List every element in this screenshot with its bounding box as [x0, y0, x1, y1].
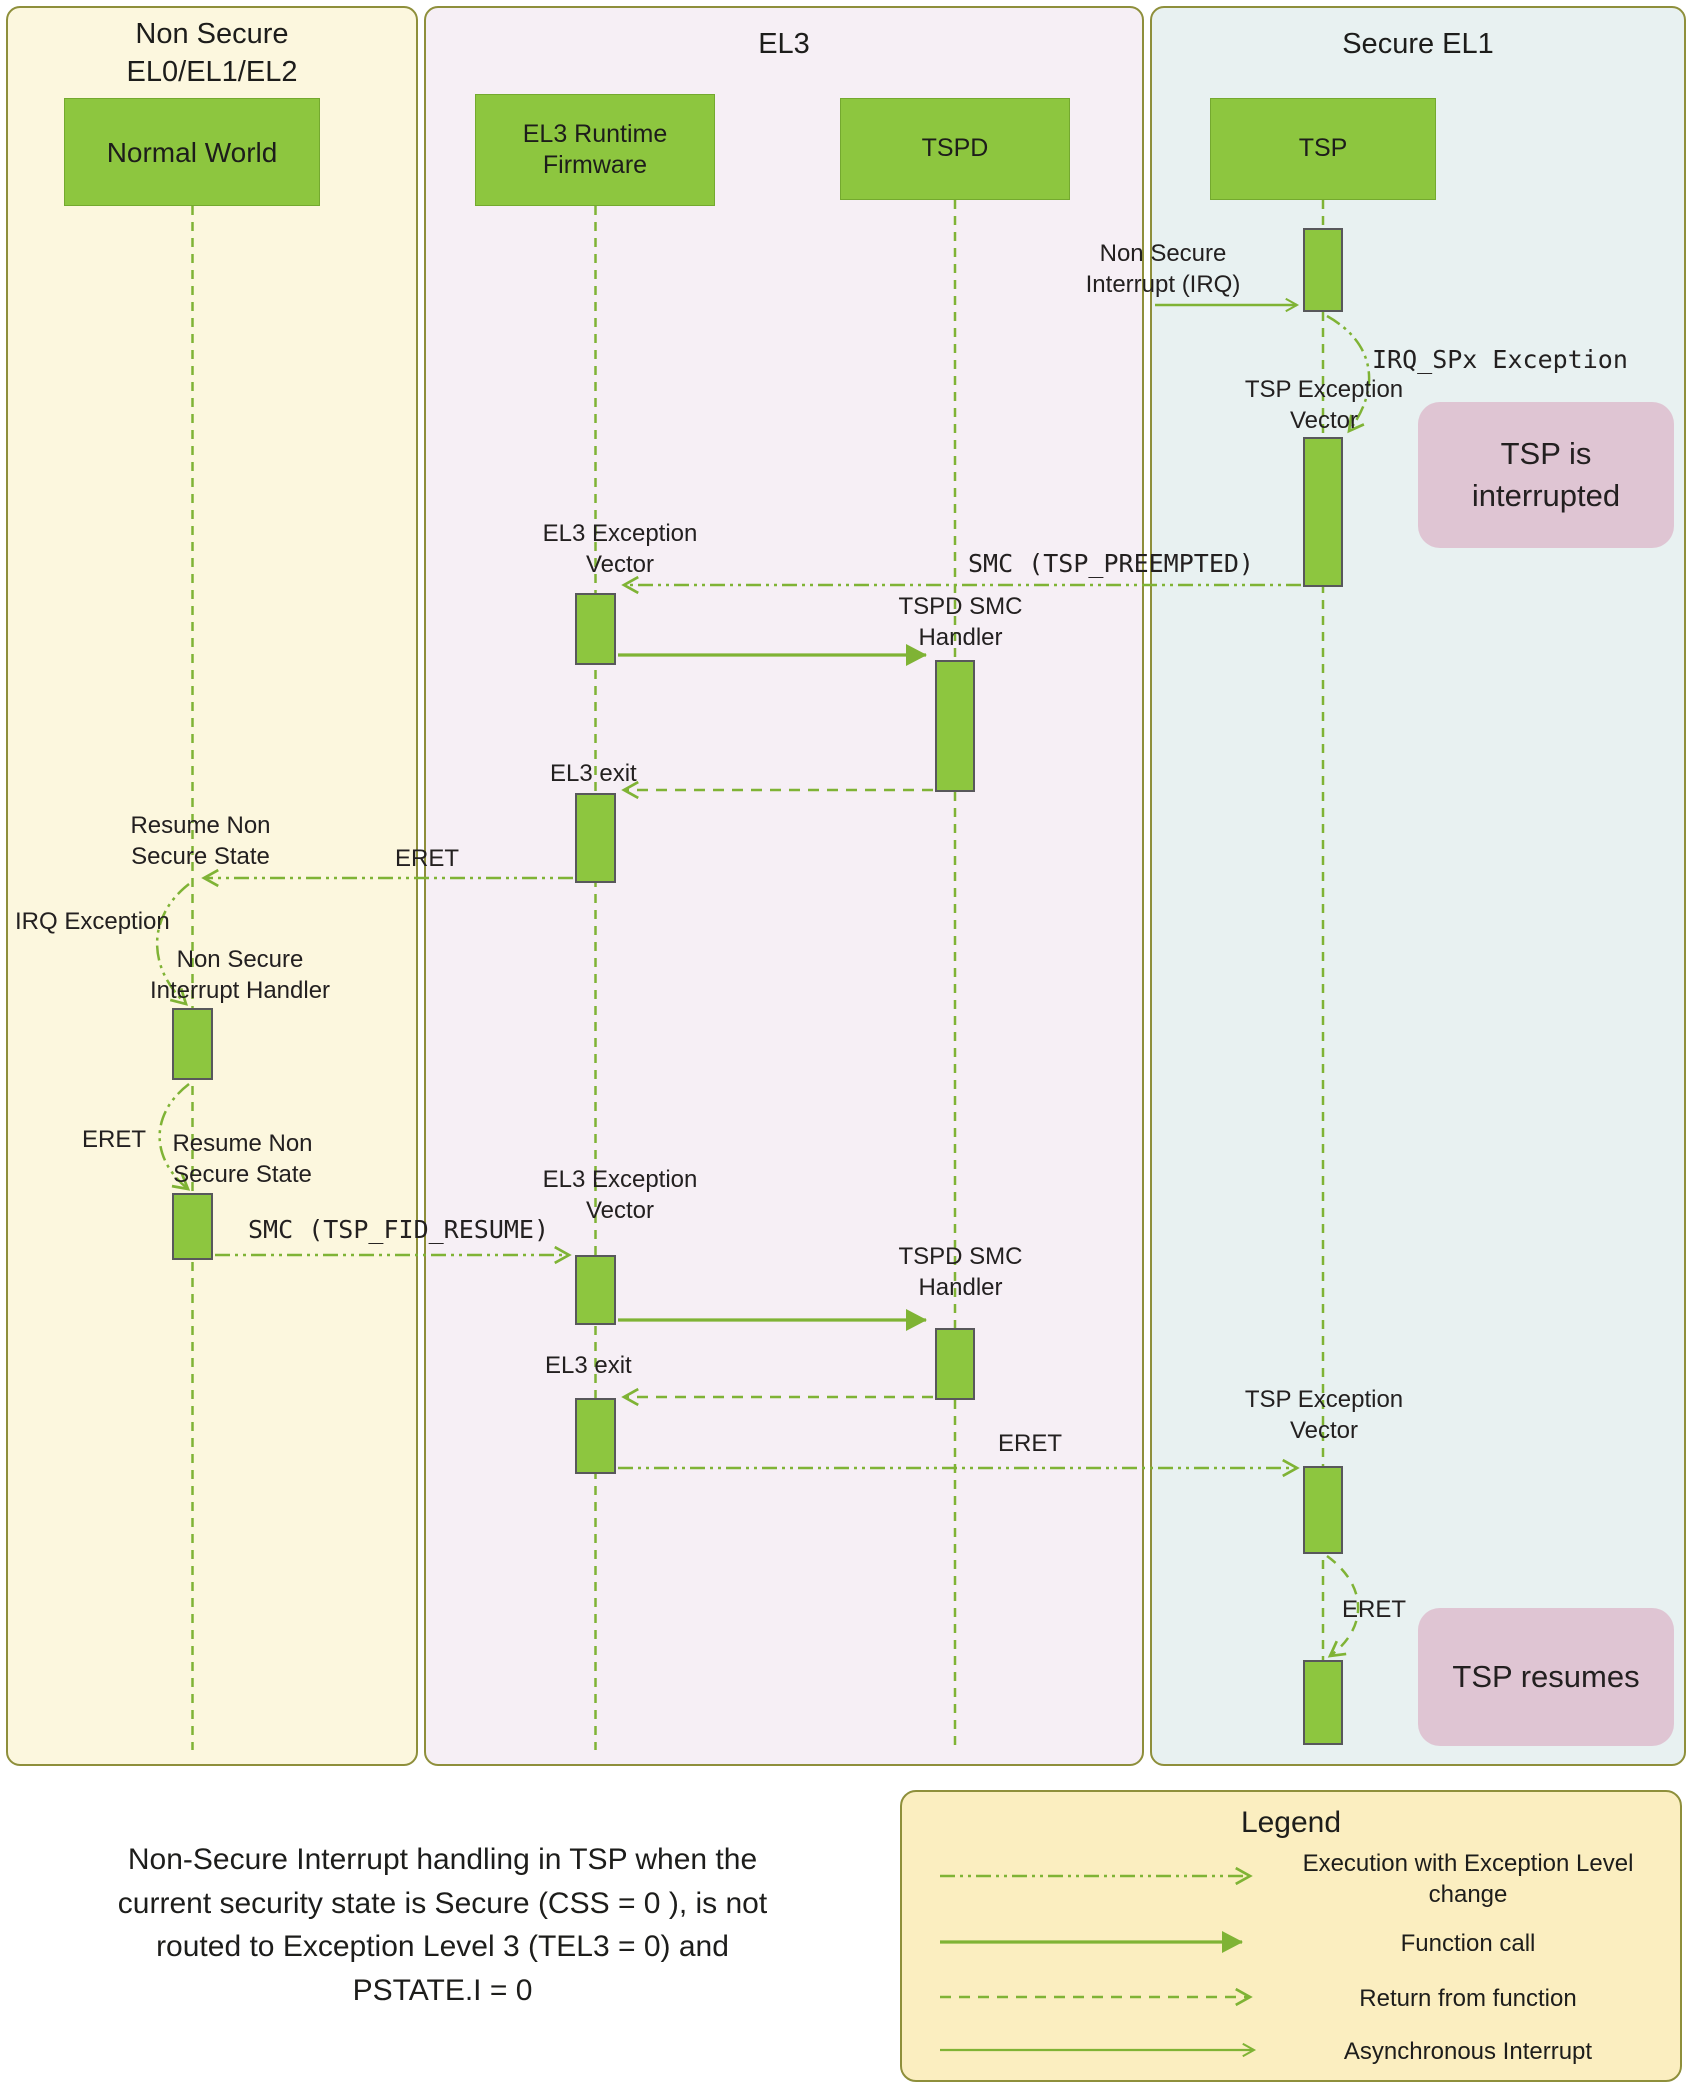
label-eret-tsp-resume: ERET	[1342, 1596, 1407, 1623]
lane-title-el3: EL3	[758, 28, 810, 60]
activation-el3-exit-top	[575, 793, 616, 883]
lane-title-non-secure: Non Secure EL0/EL1/EL2	[126, 18, 298, 88]
legend-label-return-from-function: Return from function	[1359, 1985, 1577, 2012]
label-el3-exit-bottom: EL3 exit	[545, 1352, 632, 1379]
activation-resume-non-secure-state	[172, 1193, 213, 1260]
label-el3-exit-top: EL3 exit	[550, 760, 637, 787]
note-tsp-is-interrupted: TSP is interrupted	[1418, 402, 1674, 548]
label-irq-spx-exception: IRQ_SPx Exception	[1372, 345, 1628, 374]
activation-el3-exception-vector-top	[575, 593, 616, 665]
activation-tspd-smc-handler-top	[935, 660, 975, 792]
legend-label-asynchronous-interrupt: Asynchronous Interrupt	[1343, 2038, 1593, 2065]
activation-tsp-resumed	[1303, 1660, 1343, 1745]
label-eret-handler: ERET	[82, 1126, 147, 1153]
lane-title-secure-el1: Secure EL1	[1342, 28, 1494, 60]
lane-non-secure	[6, 6, 418, 1766]
legend-label-function-call: Function call	[1400, 1930, 1536, 1957]
actor-el3-runtime-firmware: EL3 Runtime Firmware	[475, 94, 715, 206]
actor-normal-world: Normal World	[64, 98, 320, 206]
actor-tspd: TSPD	[840, 98, 1070, 200]
label-el3-exception-vector-top: EL3 Exception Vector	[542, 520, 698, 579]
activation-el3-exit-bottom	[575, 1398, 616, 1474]
legend-label-execution-with-exception-level-change: Execution with Exception Level change	[1302, 1850, 1634, 1909]
activation-tsp-exception-vector-top	[1303, 437, 1343, 587]
label-resume-non-secure-state-bottom: Resume Non Secure State	[172, 1130, 313, 1189]
lane-secure-el1	[1150, 6, 1686, 1766]
activation-non-secure-interrupt-handler	[172, 1008, 213, 1080]
label-non-secure-interrupt-handler: Non Secure Interrupt Handler	[149, 946, 331, 1005]
label-tsp-exception-vector-bottom: TSP Exception Vector	[1244, 1386, 1404, 1445]
label-el3-exception-vector-bottom: EL3 Exception Vector	[542, 1166, 698, 1225]
label-eret-to-normal-world: ERET	[395, 845, 460, 872]
label-non-secure-interrupt-irq: Non Secure Interrupt (IRQ)	[1085, 240, 1241, 299]
label-resume-non-secure-state-top: Resume Non Secure State	[130, 812, 271, 871]
diagram-caption: Non-Secure Interrupt handling in TSP whe…	[117, 1843, 768, 2007]
activation-tsp-exception-vector-bottom	[1303, 1466, 1343, 1554]
legend-title: Legend	[1240, 1806, 1342, 1839]
activation-tspd-smc-handler-bottom	[935, 1328, 975, 1400]
actor-tsp: TSP	[1210, 98, 1436, 200]
legend: Legend Execution with Exception Level ch…	[900, 1790, 1682, 2082]
lane-el3	[424, 6, 1144, 1766]
label-irq-exception: IRQ Exception	[15, 908, 170, 935]
note-tsp-resumes: TSP resumes	[1418, 1608, 1674, 1746]
label-smc-tsp-preempted: SMC (TSP_PREEMPTED)	[968, 549, 1254, 578]
label-tspd-smc-handler-bottom: TSPD SMC Handler	[898, 1243, 1023, 1302]
label-eret-to-tsp: ERET	[998, 1430, 1063, 1457]
label-smc-tsp-fid-resume: SMC (TSP_FID_RESUME)	[248, 1215, 550, 1244]
activation-el3-exception-vector-bottom	[575, 1255, 616, 1325]
label-tspd-smc-handler-top: TSPD SMC Handler	[898, 593, 1023, 652]
label-tsp-exception-vector-top: TSP Exception Vector	[1244, 376, 1404, 435]
legend-arrow-samples	[940, 1866, 1257, 2058]
activation-tsp-interrupted	[1303, 228, 1343, 312]
